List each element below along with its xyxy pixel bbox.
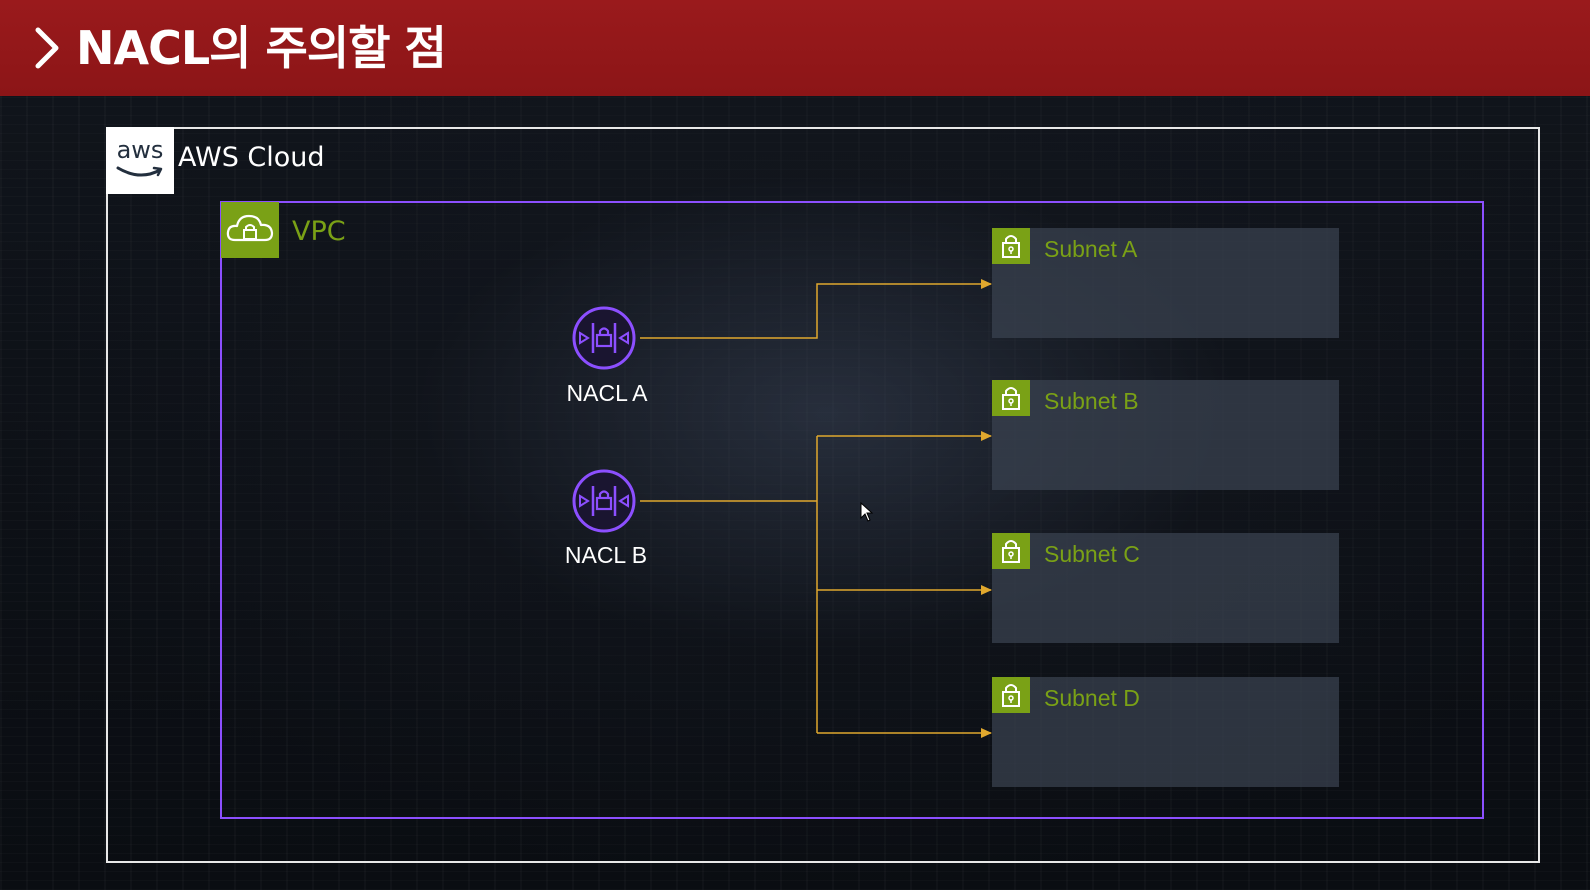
subnet-lock-icon — [992, 380, 1030, 416]
vpc-cloud-lock-icon — [221, 202, 279, 258]
chevron-right-icon — [35, 27, 59, 69]
connector-nacl-a-subnet-a — [640, 279, 992, 339]
aws-cloud-label: AWS Cloud — [178, 142, 325, 173]
subnet-lock-icon — [992, 533, 1030, 569]
subnet-a-label: Subnet A — [1044, 236, 1138, 262]
nacl-a-label: NACL A — [566, 380, 648, 406]
nacl-b-label: NACL B — [564, 542, 648, 568]
subnet-c-box: Subnet C — [992, 533, 1339, 643]
subnet-d-box: Subnet D — [992, 677, 1339, 787]
aws-logo-text: aws — [116, 136, 164, 164]
subnet-b-box: Subnet B — [992, 380, 1339, 490]
subnet-c-label: Subnet C — [1044, 541, 1140, 567]
slide-title: NACL의 주의할 점 — [76, 21, 447, 75]
aws-cloud-group — [106, 127, 1540, 863]
network-acl-icon — [572, 306, 636, 370]
subnet-lock-icon — [992, 228, 1030, 264]
subnet-a-box: Subnet A — [992, 228, 1339, 338]
subnet-lock-icon — [992, 677, 1030, 713]
subnet-d-label: Subnet D — [1044, 685, 1140, 711]
aws-logo-icon: aws — [106, 127, 174, 194]
network-acl-icon — [572, 469, 636, 533]
subnet-b-label: Subnet B — [1044, 388, 1139, 414]
vpc-group — [220, 201, 1484, 819]
slide-header: NACL의 주의할 점 — [0, 0, 1590, 96]
vpc-label: VPC — [292, 216, 346, 247]
mouse-cursor-icon — [860, 502, 874, 522]
